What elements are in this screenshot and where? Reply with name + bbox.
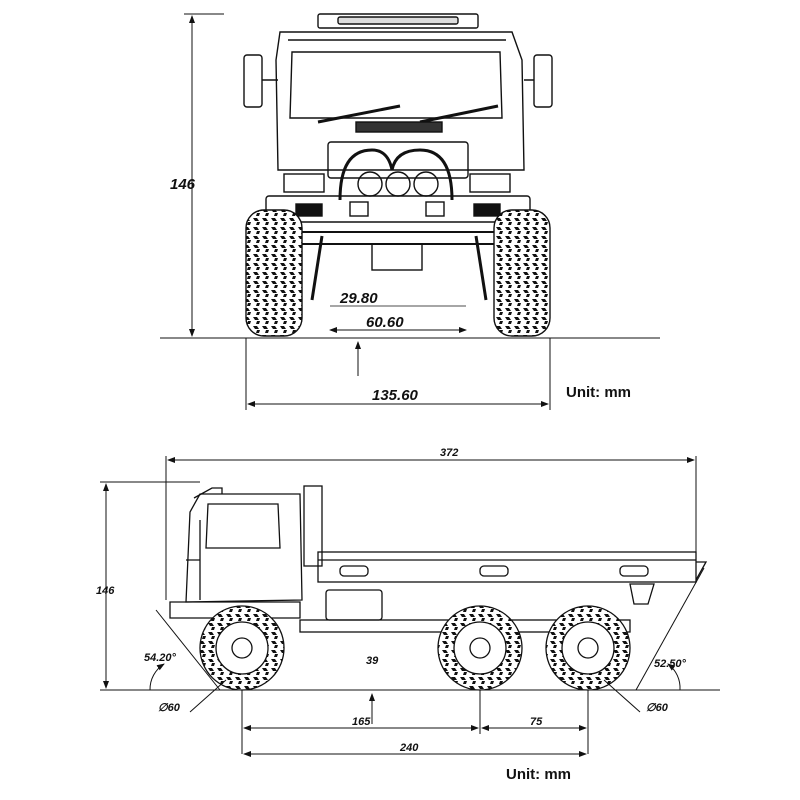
side-view <box>169 485 708 691</box>
cab-outline <box>275 31 525 171</box>
front-height-label: 146 <box>170 176 196 193</box>
wheelbase-rear-label: 75 <box>530 716 543 728</box>
front-dimensions <box>160 13 660 410</box>
approach-angle-arc <box>149 663 165 691</box>
rear-wheel-diameter-label: ∅60 <box>646 702 669 714</box>
front-wheel <box>199 605 285 691</box>
front-wheel-diameter-label: ∅60 <box>158 702 181 714</box>
side-dimensions <box>100 456 720 757</box>
right-mirror <box>533 54 553 108</box>
spot-light <box>357 171 383 197</box>
track-mid-label: 60.60 <box>366 314 404 331</box>
departure-angle-label: 52.50° <box>654 658 687 670</box>
left-mirror <box>243 54 263 108</box>
approach-angle-label: 54.20° <box>144 652 177 664</box>
front-right-tire <box>493 209 551 337</box>
rear-wheel <box>545 605 631 691</box>
front-unit-label: Unit: mm <box>566 384 631 401</box>
spot-light <box>385 171 411 197</box>
front-view <box>243 13 553 337</box>
grille <box>355 121 443 133</box>
departure-angle-arc <box>667 663 681 691</box>
side-cab <box>185 493 303 603</box>
overall-length-label: 372 <box>440 447 458 459</box>
front-left-tire <box>245 209 303 337</box>
side-unit-label: Unit: mm <box>506 766 571 783</box>
spot-light <box>413 171 439 197</box>
wheelbase-total-label: 240 <box>399 742 419 754</box>
track-inner-label: 29.80 <box>339 290 378 307</box>
wheelbase-front-label: 165 <box>352 716 371 728</box>
side-height-label: 146 <box>96 585 115 597</box>
overall-width-label: 135.60 <box>372 387 419 404</box>
roof-light-bar <box>317 13 479 29</box>
flatbed <box>317 551 697 583</box>
front-bumper <box>265 195 531 223</box>
middle-wheel <box>437 605 523 691</box>
side-clearance-label: 39 <box>366 655 379 667</box>
windshield <box>289 51 503 119</box>
side-window <box>205 503 281 549</box>
